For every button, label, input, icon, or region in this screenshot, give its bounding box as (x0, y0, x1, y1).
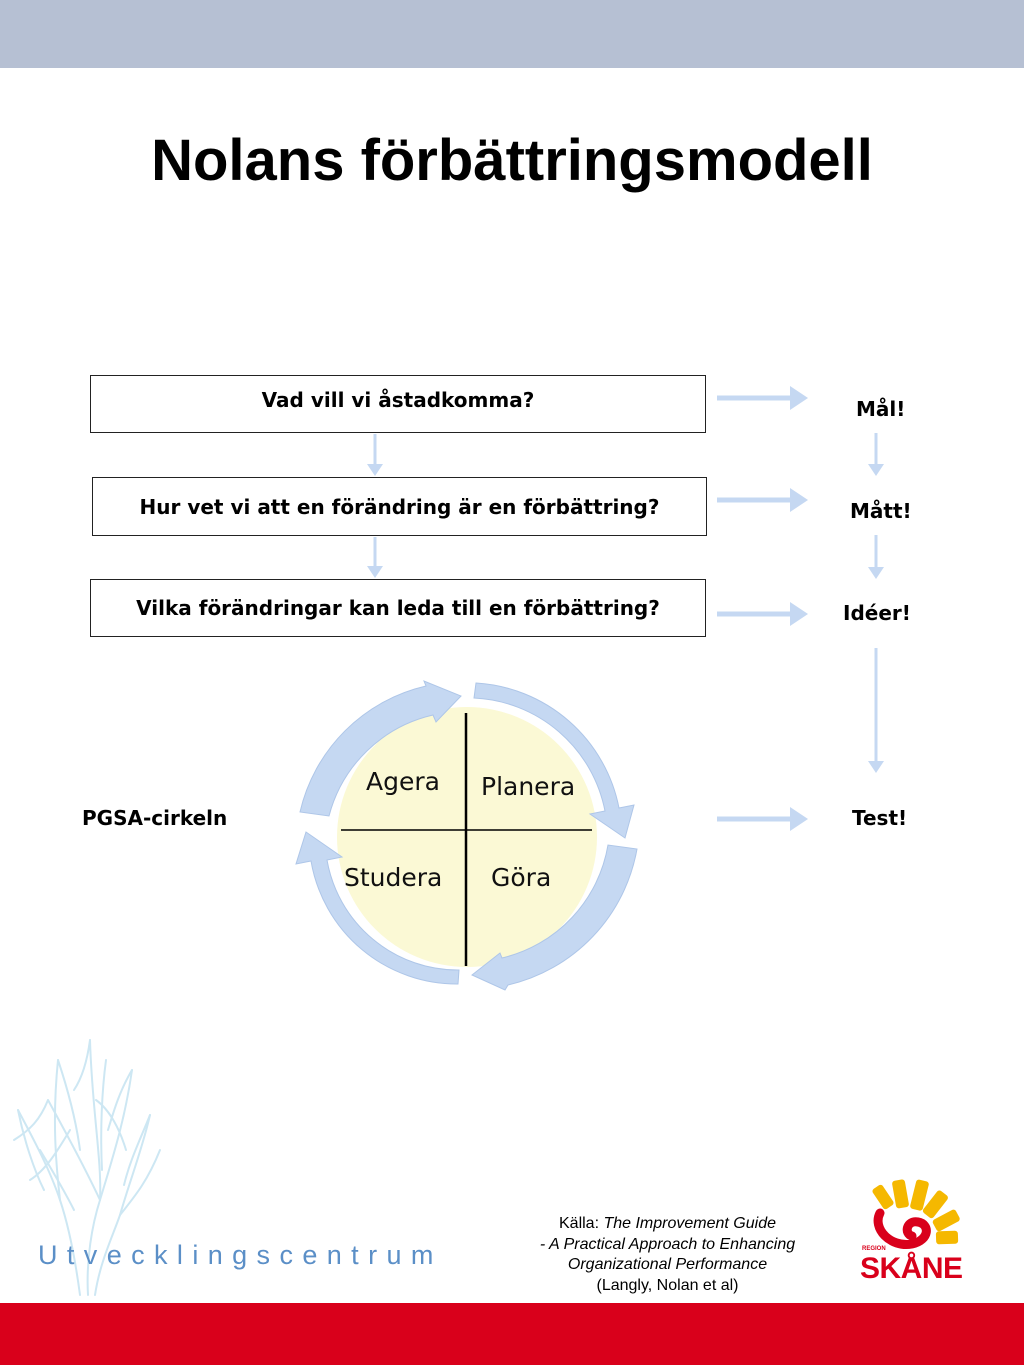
question-box-goal: Vad vill vi åstadkomma? (90, 375, 706, 433)
arrow-q2-q3 (367, 537, 383, 578)
outcome-ideas: Idéer! (843, 601, 911, 625)
arrow-goal-measure (868, 433, 884, 476)
logo-swirl (873, 1208, 931, 1249)
source-prefix: Källa: (559, 1215, 604, 1232)
outcome-test: Test! (852, 806, 908, 830)
cycle-arrow-bottom-left (295, 831, 460, 985)
cycle-quadrant-plan: Planera (481, 772, 576, 801)
cycle-quadrant-act: Agera (366, 767, 440, 796)
arrow-ideas-test (868, 648, 884, 773)
logo-ray-4 (932, 1209, 960, 1232)
pdsa-circle (295, 680, 638, 991)
arrow-test (717, 807, 808, 831)
top-band (0, 0, 1024, 68)
cycle-quadrant-study: Studera (344, 863, 443, 892)
arrow-goal (717, 386, 808, 410)
source-citation: Källa: The Improvement Guide - A Practic… (505, 1214, 830, 1296)
question-box-ideas: Vilka förändringar kan leda till en förb… (90, 579, 706, 637)
cycle-arrow-top-left (299, 680, 462, 817)
outcome-goal: Mål! (856, 397, 906, 421)
source-subtitle-1: - A Practical Approach to Enhancing (539, 1235, 796, 1253)
department-name: Utvecklingscentrum (38, 1240, 443, 1270)
cycle-arrow-bottom-right (471, 844, 638, 991)
bottom-band (0, 1303, 1024, 1365)
cycle-quadrant-do: Göra (491, 863, 552, 892)
logo-ray-1 (892, 1179, 909, 1209)
question-text-ideas: Vilka förändringar kan leda till en förb… (136, 596, 660, 620)
cycle-arrow-top-right (473, 682, 635, 839)
source-book-title: The Improvement Guide (603, 1215, 776, 1232)
logo-small-text: REGION (862, 1246, 886, 1252)
arrow-measure (717, 488, 808, 512)
slide-title: Nolans förbättringsmodell (151, 128, 873, 193)
arrow-q1-q2 (367, 434, 383, 476)
question-box-measure: Hur vet vi att en förändring är en förbä… (92, 477, 707, 536)
question-text-goal: Vad vill vi åstadkomma? (261, 388, 535, 412)
arrow-measure-ideas (868, 535, 884, 579)
logo-ray-5 (935, 1230, 959, 1245)
question-text-measure: Hur vet vi att en förändring är en förbä… (139, 494, 660, 519)
source-line-1: Källa: The Improvement Guide (505, 1214, 830, 1235)
region-skane-logo (872, 1179, 960, 1249)
logo-ray-2 (910, 1179, 929, 1211)
cycle-label: PGSA-cirkeln (82, 806, 228, 830)
logo-ray-6 (872, 1184, 894, 1210)
source-authors: (Langly, Nolan et al) (596, 1276, 739, 1294)
outcome-measure: Mått! (850, 499, 912, 523)
willow-tree-logo (13, 1039, 161, 1296)
logo-text: SKÅNE (860, 1252, 963, 1285)
logo-ray-3 (922, 1190, 948, 1219)
source-subtitle-2: Organizational Performance (567, 1256, 768, 1273)
arrow-ideas (717, 602, 808, 626)
